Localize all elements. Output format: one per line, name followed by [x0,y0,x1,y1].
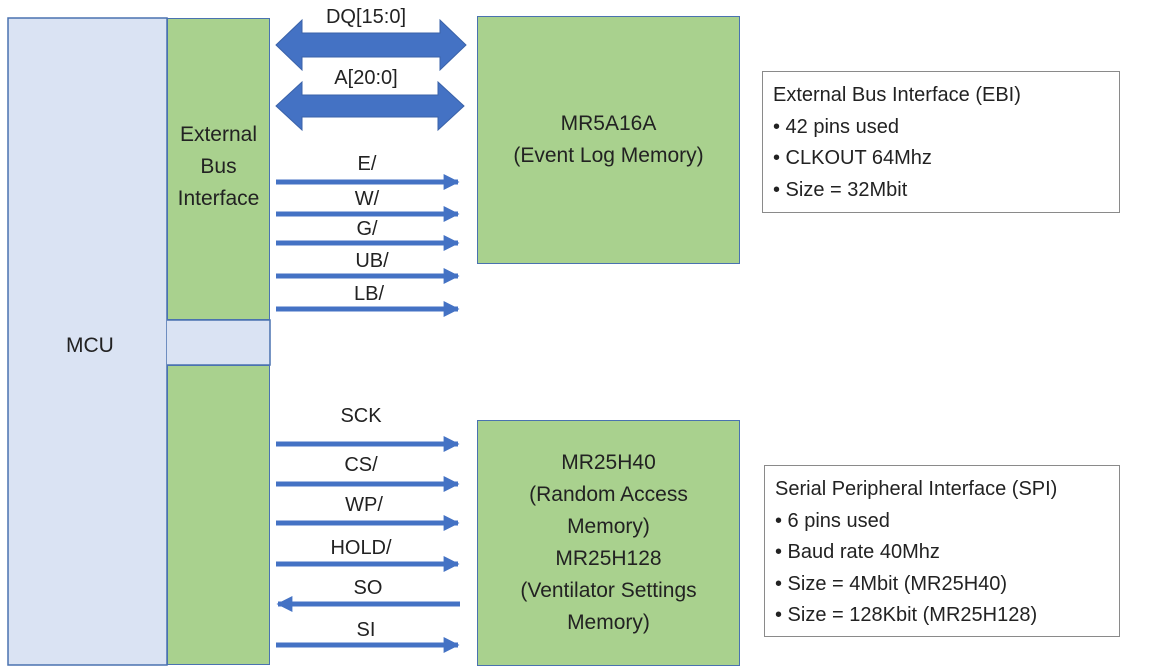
ebi-block-label-2: Bus [200,155,237,178]
e-signal-label: E/ [357,153,377,175]
si-signal-label: SI [356,619,376,641]
memory2-desc1a-label: (Random Access [529,483,688,506]
w-signal-label: W/ [354,188,380,210]
memory1-part-label: MR5A16A [560,112,657,135]
dq-bus-arrow [275,18,467,72]
ub-signal-label: UB/ [355,250,389,272]
spi-info-item: • Size = 128Kbit (MR25H128) [775,604,1038,626]
spi-info-title: Serial Peripheral Interface (SPI) [775,478,1058,500]
ebi-info-item: • Size = 32Mbit [773,178,908,201]
memory2-part2-label: MR25H128 [555,547,662,570]
so-signal-label: SO [353,577,383,599]
memory2-desc2b-label: Memory) [567,611,650,634]
spi-info-item: • Size = 4Mbit (MR25H40) [775,572,1008,595]
event-log-memory-block: MR5A16A (Event Log Memory) [477,16,740,264]
address-bus-label: A[20:0] [334,67,398,89]
spi-interface-block [167,365,270,665]
cs-signal-label: CS/ [344,454,378,476]
mcu-label: MCU [66,334,114,357]
hold-signal-label: HOLD/ [330,537,392,559]
memory1-desc-label: (Event Log Memory) [513,144,704,167]
ebi-block-label-3: Interface [177,187,260,210]
spi-info-box: Serial Peripheral Interface (SPI) • 6 pi… [764,465,1120,637]
ebi-info-title: External Bus Interface (EBI) [773,84,1021,106]
spi-memory-block: MR25H40 (Random Access Memory) MR25H128 … [477,420,740,666]
sck-signal-label: SCK [340,405,382,427]
ebi-block-label-1: External [179,123,258,146]
address-bus-arrow [275,80,465,132]
lb-signal-label: LB/ [353,283,385,305]
ebi-info-item: • CLKOUT 64Mhz [773,147,932,169]
ebi-info-box: External Bus Interface (EBI) • 42 pins u… [762,71,1120,213]
memory2-part1-label: MR25H40 [561,451,656,474]
memory2-desc1b-label: Memory) [567,515,650,538]
external-bus-interface-block: External Bus Interface [167,18,270,320]
wp-signal-label: WP/ [345,494,383,516]
g-signal-label: G/ [356,218,378,240]
ebi-info-item: • 42 pins used [773,115,899,138]
memory2-desc2a-label: (Ventilator Settings [520,579,697,602]
spi-info-item: • Baud rate 40Mhz [775,541,940,563]
spi-info-item: • 6 pins used [775,509,890,532]
dq-bus-label: DQ[15:0] [325,6,407,28]
